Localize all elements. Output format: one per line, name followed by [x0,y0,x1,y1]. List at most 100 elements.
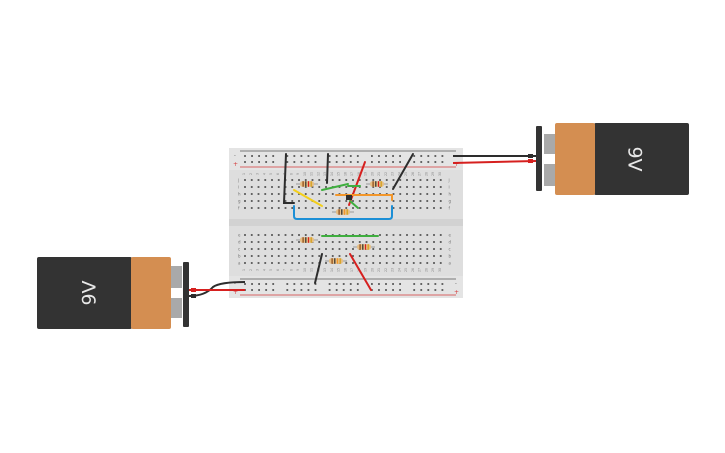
hole-c11[interactable] [311,248,314,250]
hole-h30[interactable] [439,193,442,195]
hole-e2[interactable] [250,234,253,236]
hole-g7[interactable] [284,200,287,202]
resistor-5[interactable] [353,244,375,250]
hole-d5[interactable] [271,241,273,243]
hole-d26[interactable] [412,241,415,243]
hole-d24[interactable] [399,241,402,243]
resistor-2[interactable] [366,181,388,187]
top-rail-plus-hole[interactable] [265,161,268,163]
hole-g13[interactable] [325,200,327,202]
hole-g8[interactable] [291,200,294,202]
hole-j6[interactable] [277,179,280,181]
top-rail-minus-hole[interactable] [293,155,296,157]
top-rail-minus-hole[interactable] [392,155,394,157]
hole-g14[interactable] [331,200,334,202]
bottom-rail-minus-hole[interactable] [293,283,296,285]
hole-a30[interactable] [439,262,442,264]
hole-e4[interactable] [264,234,267,236]
hole-d16[interactable] [345,241,348,243]
hole-c10[interactable] [304,248,307,250]
top-rail-plus-hole[interactable] [349,161,352,163]
hole-c8[interactable] [291,248,294,250]
hole-h23[interactable] [392,193,395,195]
hole-j3[interactable] [257,179,260,181]
top-rail-minus-hole[interactable] [378,155,380,157]
hole-i13[interactable] [325,186,327,188]
top-rail-minus-hole[interactable] [441,155,444,157]
hole-h1[interactable] [244,193,246,195]
hole-b5[interactable] [271,255,273,257]
hole-b9[interactable] [298,255,300,257]
hole-j10[interactable] [304,179,307,181]
hole-b27[interactable] [419,255,422,257]
hole-g5[interactable] [271,200,273,202]
hole-i8[interactable] [291,186,294,188]
bottom-rail-minus-hole[interactable] [420,283,423,285]
bottom-rail-minus-hole[interactable] [349,283,352,285]
hole-a10[interactable] [304,262,307,264]
hole-i12[interactable] [318,186,321,188]
hole-a27[interactable] [419,262,422,264]
hole-d18[interactable] [358,241,361,243]
hole-g17[interactable] [352,200,354,202]
hole-f10[interactable] [304,207,307,209]
hole-b18[interactable] [358,255,361,257]
hole-b24[interactable] [399,255,402,257]
top-rail-plus-hole[interactable] [392,161,394,163]
bottom-rail-minus-hole[interactable] [265,283,268,285]
hole-f25[interactable] [406,207,408,209]
hole-f21[interactable] [379,207,381,209]
hole-f19[interactable] [365,207,368,209]
hole-e22[interactable] [385,234,388,236]
bottom-rail-plus-hole[interactable] [356,289,359,291]
hole-c7[interactable] [284,248,287,250]
top-rail-plus-hole[interactable] [399,161,401,163]
hole-a3[interactable] [257,262,260,264]
hole-g4[interactable] [264,200,267,202]
hole-i5[interactable] [271,186,273,188]
bottom-rail-plus-hole[interactable] [427,289,430,291]
wires[interactable] [282,153,414,291]
hole-e24[interactable] [399,234,402,236]
hole-i30[interactable] [439,186,442,188]
top-rail-plus-hole[interactable] [258,161,260,163]
hole-h26[interactable] [412,193,415,195]
hole-g18[interactable] [358,200,361,202]
bottom-rail-minus-hole[interactable] [356,283,359,285]
resistor-6[interactable] [325,258,347,264]
hole-j24[interactable] [399,179,402,181]
hole-c12[interactable] [318,248,321,250]
breadboard[interactable]: - + - + - + - + 123456789101112131415161… [229,148,463,298]
hole-j15[interactable] [338,179,341,181]
hole-a23[interactable] [392,262,395,264]
top-rail-minus-hole[interactable] [307,155,310,157]
bottom-rail-minus-hole[interactable] [441,283,444,285]
hole-h29[interactable] [433,193,435,195]
bottom-rail-plus-hole[interactable] [378,289,380,291]
hole-d17[interactable] [352,241,354,243]
top-rail-plus-hole[interactable] [307,161,310,163]
top-rail-minus-hole[interactable] [335,155,338,157]
hole-e1[interactable] [244,234,246,236]
hole-d14[interactable] [331,241,334,243]
hole-a17[interactable] [352,262,354,264]
hole-g23[interactable] [392,200,395,202]
top-rail-minus-hole[interactable] [349,155,352,157]
hole-i27[interactable] [419,186,422,188]
hole-g9[interactable] [298,200,300,202]
hole-d15[interactable] [338,241,341,243]
hole-c25[interactable] [406,248,408,250]
hole-i19[interactable] [365,186,368,188]
top-rail-minus-hole[interactable] [286,155,289,157]
hole-h8[interactable] [291,193,294,195]
hole-a22[interactable] [385,262,388,264]
hole-g1[interactable] [244,200,246,202]
hole-b12[interactable] [318,255,321,257]
hole-j5[interactable] [271,179,273,181]
hole-i29[interactable] [433,186,435,188]
hole-c24[interactable] [399,248,402,250]
small-component[interactable] [346,195,352,200]
hole-d20[interactable] [372,241,375,243]
hole-f4[interactable] [264,207,267,209]
hole-f23[interactable] [392,207,395,209]
